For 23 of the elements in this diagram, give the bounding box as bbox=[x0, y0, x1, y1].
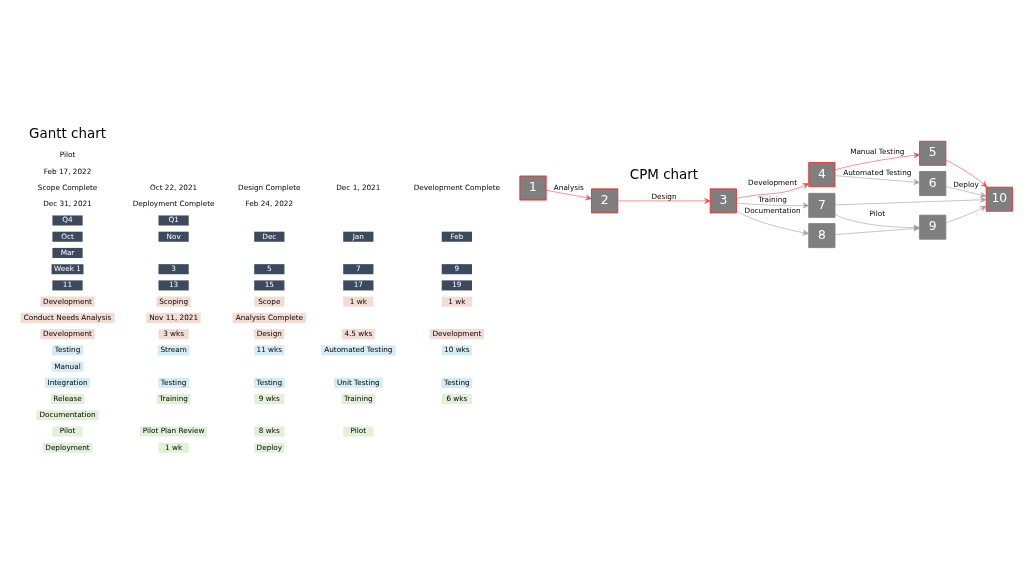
label: CPM chart bbox=[629, 166, 699, 182]
node-box: 4 bbox=[808, 161, 836, 187]
node-box: 5 bbox=[919, 140, 947, 166]
arrow bbox=[834, 196, 987, 205]
node-box: 6 bbox=[919, 170, 947, 196]
node-box: 1 bbox=[519, 175, 547, 200]
label: Gantt chart bbox=[29, 125, 106, 141]
arrow bbox=[945, 159, 988, 187]
node-box: 9 bbox=[919, 214, 947, 240]
arrow bbox=[945, 185, 987, 198]
arrow bbox=[945, 205, 987, 223]
node-box: 10 bbox=[985, 186, 1013, 212]
node-box: 3 bbox=[709, 187, 737, 213]
arrow bbox=[736, 182, 809, 199]
arrow bbox=[736, 202, 809, 208]
arrow bbox=[736, 210, 809, 235]
arrow bbox=[545, 189, 592, 200]
node-box: 8 bbox=[808, 222, 836, 248]
arrow bbox=[834, 174, 920, 185]
arrow bbox=[617, 197, 711, 204]
node-box: 2 bbox=[591, 187, 619, 213]
arrow bbox=[834, 152, 920, 170]
node-box: 7 bbox=[808, 192, 836, 218]
